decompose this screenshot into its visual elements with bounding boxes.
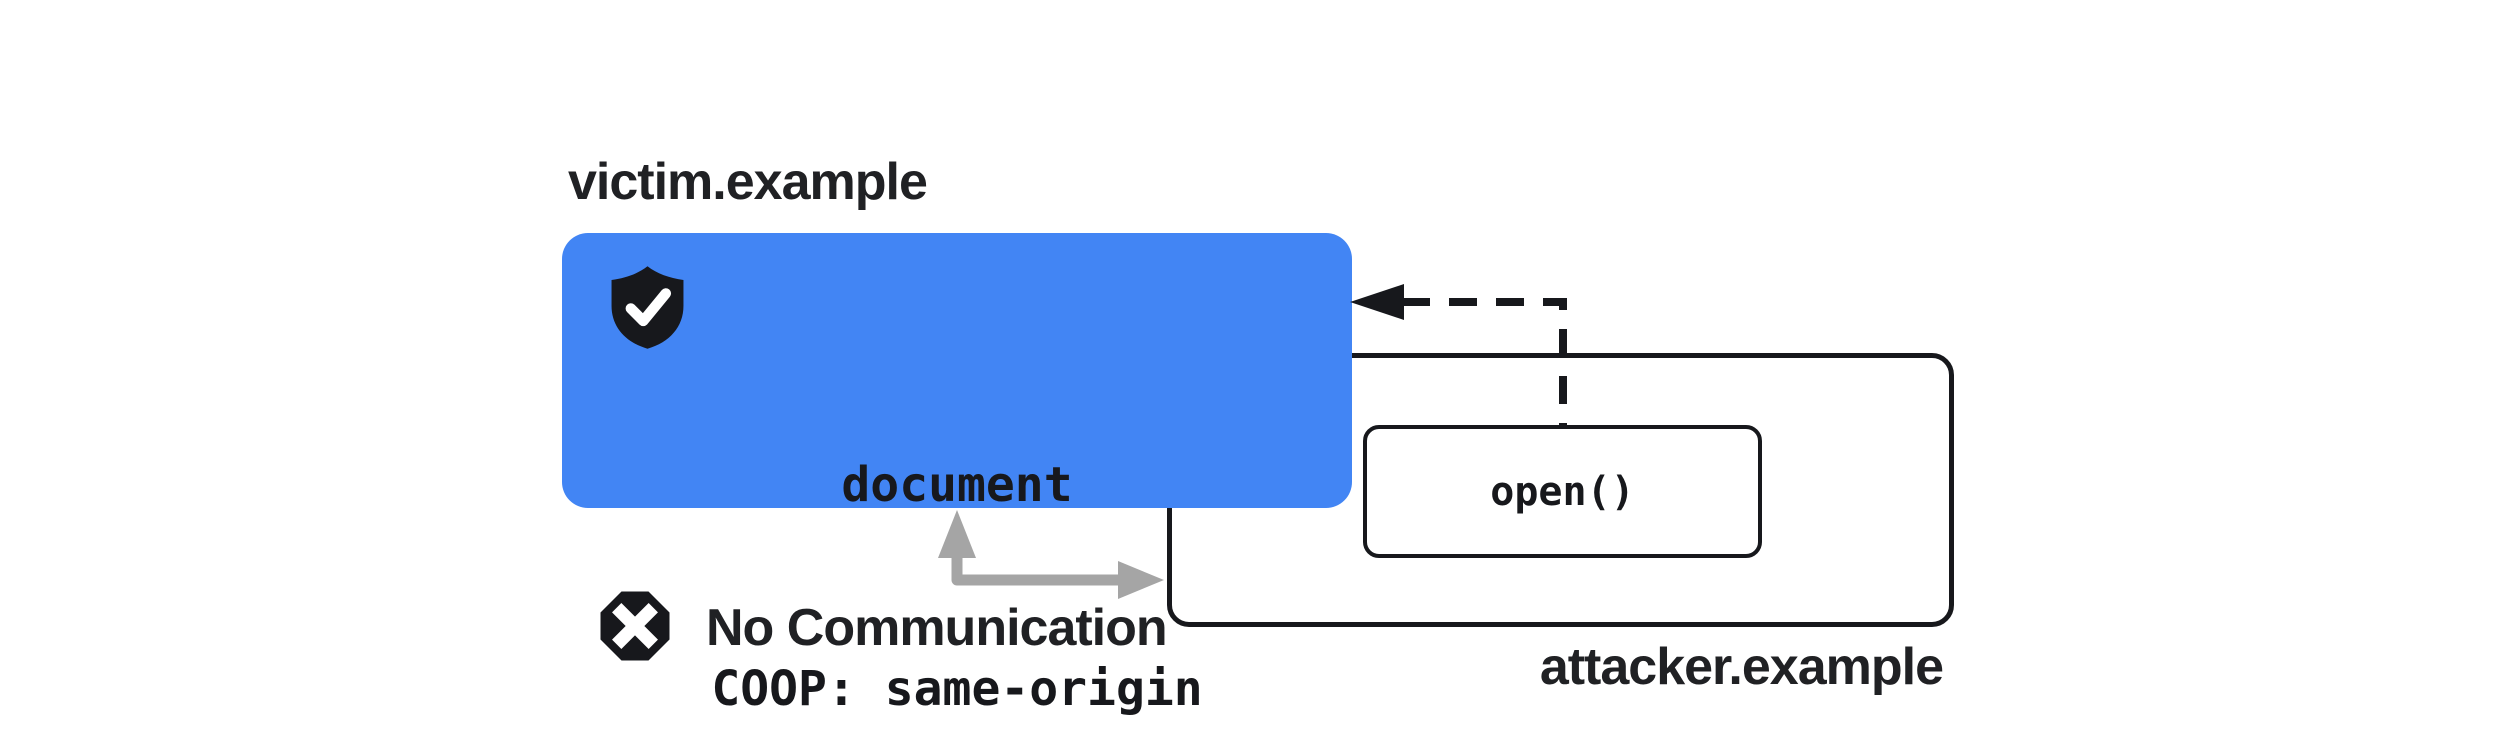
victim-domain-label: victim.example — [568, 153, 928, 211]
coop-header-value: COOP: same-origin — [711, 661, 1203, 717]
open-call-box: open() — [1363, 425, 1762, 558]
document-title: document — [841, 457, 1073, 513]
no-communication-label: No Communication — [706, 599, 1168, 657]
victim-document-text: document COOP: same-origin — [562, 315, 1352, 735]
victim-document-box: document COOP: same-origin — [562, 233, 1352, 717]
open-call-label: open() — [1490, 468, 1635, 515]
shield-check-icon — [611, 266, 684, 349]
attacker-domain-label: attacker.example — [1539, 638, 1944, 696]
blocked-x-icon — [600, 591, 670, 661]
